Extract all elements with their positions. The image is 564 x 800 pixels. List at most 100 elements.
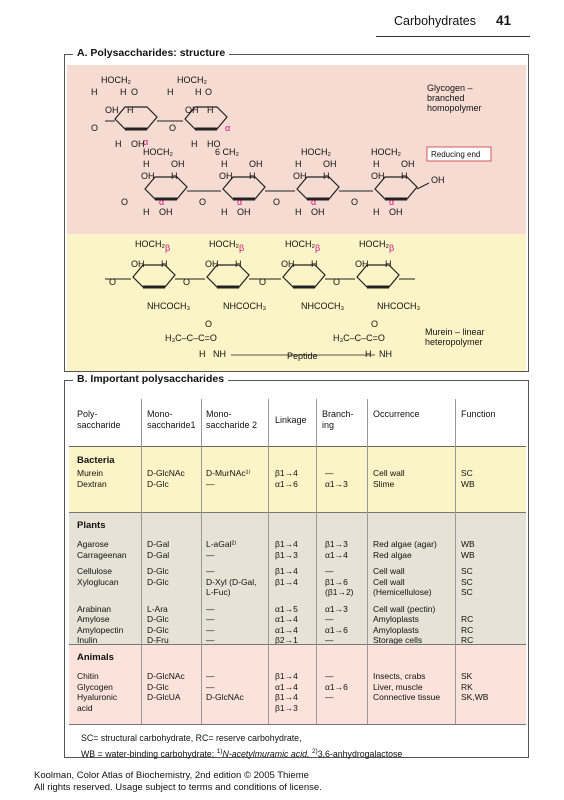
table-cell-mono1: D-Fru [147,635,169,645]
table-cell-mono2: — [206,681,215,692]
header-function: Function [461,409,496,419]
table-cell-poly: Amylopectin [77,624,124,635]
structure-label: HOCH₂ [101,75,131,85]
table-cell-link: α1→4 [275,681,298,692]
structure-label: H [120,87,127,97]
structure-label: H [143,159,150,169]
table-cell-link: α1→4 [275,614,298,624]
table-cell-mono1: D-Glc [147,576,169,587]
section-divider [69,724,526,725]
table-cell-mono2: — [206,478,215,489]
table-cell-fn: WB [461,539,475,549]
header-occurrence: Occurrence [373,409,420,419]
table-cell-fn: SK [461,671,473,681]
table-cell-fn: SC [461,576,473,587]
structure-label: H [249,171,256,181]
structure-label: O [259,277,266,287]
table-cell-branch: — [325,468,334,478]
peptide-label: Peptide [287,351,318,361]
table-cell-mono2: D-GlcNAc [206,692,244,702]
structure-label: OH [219,171,233,181]
structure-label: H [191,139,198,149]
structure-label: OH [281,259,295,269]
table-cell-link: β1→4 [275,671,298,681]
structure-label: α [225,123,230,133]
structure-label: OH [355,259,369,269]
header-linkage: Linkage [275,415,307,425]
structure-label: H₃C–C–C=O [333,333,385,343]
structure-label: NHCOCH₃ [377,301,420,311]
table-cell-occ: Storage cells [373,635,423,645]
table-cell-link: α1→4 [275,624,298,635]
table-cell-occ: Cell wall [373,566,405,576]
structure-label: H [385,259,392,269]
structure-label: O [109,277,116,287]
table-cell-link: β1→4 [275,692,298,702]
structure-label: H [207,105,214,115]
structure-label: HOCH₂ [177,75,207,85]
table-cell-mono2: — [206,603,215,614]
table-cell-mono1: D-Glc [147,681,169,692]
structure-label: β [389,243,394,253]
table-cell-branch: α1→6 [325,681,348,692]
structure-label: OH [293,171,307,181]
structure-label: H [127,105,134,115]
table-cell-mono1: D-Glc [147,566,169,576]
table-cell-occ: Insects, crabs [373,671,426,681]
table-cell-branch: α1→6 [325,624,348,635]
structure-label: O [205,319,212,329]
table-cell-link: β1→4 [275,468,298,478]
structure-label: OH [401,159,415,169]
structure-label: H [195,87,202,97]
table-cell-occ: Cell wall (pectin) [373,603,436,614]
table-cell-occ: Cell wall [373,468,405,478]
structure-label: HOCH₂ [143,147,173,157]
structure-label: NHCOCH₃ [223,301,266,311]
table-cell-mono2: D-MurNAc¹⁾ [206,468,251,478]
table-cell-occ: Red algae [373,549,412,560]
structure-label: OH [131,259,145,269]
bond-line [416,182,430,190]
structure-label: H [115,139,122,149]
table-cell-occ: Slime [373,478,395,489]
table-cell-fn: RC [461,635,474,645]
structure-label: H [311,259,318,269]
table-cell-fn: WB [461,549,475,560]
table-cell-mono1: D-GlcNAc [147,468,185,478]
table-cell-poly: Arabinan [77,603,112,614]
table-cell-occ: Connective tissue [373,692,441,702]
table-header: Poly-saccharide Mono-saccharide1 Mono-sa… [69,399,526,447]
structure-label: O [333,277,340,287]
table-cell-branch: β1→3 [325,539,348,549]
glycogen-label: Glycogen – [427,83,473,93]
table-cell-link: β2→1 [275,635,298,645]
structure-label: O [169,123,176,133]
structure-label: O [131,87,138,97]
structure-label: OH [311,207,325,217]
table-cell-occ: Liver, muscle [373,681,423,692]
table-cell-poly: Inulin [77,635,98,645]
murein-label: heteropolymer [425,337,483,347]
glycogen-label: branched [427,93,465,103]
structure-label: H [365,349,372,359]
structure-label: O [273,197,280,207]
structure-label: OH [431,175,445,185]
copyright-credit: Koolman, Color Atlas of Biochemistry, 2n… [34,770,322,793]
structure-label: HOCH₂ [209,239,239,249]
table-cell-occ: Cell wall [373,576,405,587]
table-cell-mono1: D-GlcUA [147,692,181,702]
table-cell-occ: Amyloplasts [373,614,419,624]
structure-label: NHCOCH₃ [301,301,344,311]
column-divider [141,399,142,724]
section-a-title: A. Polysaccharides: structure [73,47,230,59]
table-cell-link: β1→4 [275,539,298,549]
table-cell-mono2: D-Xyl (D-Gal, [206,576,257,587]
table-cell-link: β1→4 [275,576,298,587]
table-cell-mono2: L-Fuc) [206,587,231,597]
table-cell-poly: Agarose [77,539,109,549]
table-cell-mono1: D-Gal [147,549,170,560]
table-cell-mono2: — [206,614,215,624]
